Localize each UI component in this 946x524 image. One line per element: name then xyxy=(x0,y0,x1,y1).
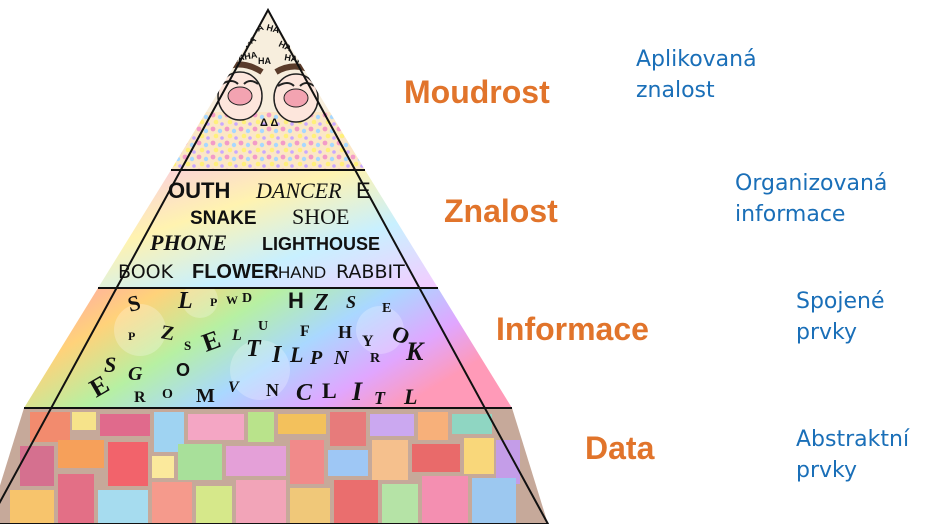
svg-text:P: P xyxy=(309,347,323,369)
svg-text:L: L xyxy=(403,384,417,409)
svg-text:Z: Z xyxy=(159,321,176,345)
moudrost-description: Aplikovaná znalost xyxy=(636,47,757,103)
data-description: Abstraktní prvky xyxy=(796,427,910,483)
pyramid-outline xyxy=(0,7,550,524)
svg-text:T: T xyxy=(374,388,386,408)
svg-text:T: T xyxy=(246,336,262,362)
moudrost-title: Moudrost xyxy=(404,74,550,110)
znalost-layer-image: OUTH DANCER E SNAKE SHOE PHONE LIGHTHOUS… xyxy=(98,170,438,288)
svg-text:L: L xyxy=(177,288,193,314)
informace-layer-image: S L P W D H Z S E P Z S E L U F H Y O S … xyxy=(24,288,512,409)
svg-text:SHOE: SHOE xyxy=(292,204,349,229)
svg-text:O: O xyxy=(162,387,173,402)
data-title: Data xyxy=(585,430,655,466)
laughing-face-right xyxy=(273,63,320,123)
svg-text:R: R xyxy=(134,389,146,406)
svg-text:E: E xyxy=(382,301,391,316)
svg-text:S: S xyxy=(346,292,356,312)
svg-text:LIGHTHOUSE: LIGHTHOUSE xyxy=(262,234,380,254)
svg-text:Z: Z xyxy=(313,290,329,316)
svg-text:I: I xyxy=(271,342,283,368)
svg-text:P: P xyxy=(210,295,217,309)
svg-text:M: M xyxy=(196,385,215,407)
znalost-description: Organizovaná informace xyxy=(735,171,888,227)
svg-text:E: E xyxy=(356,178,371,203)
svg-text:N: N xyxy=(266,380,279,400)
svg-text:S: S xyxy=(104,352,116,377)
svg-text:U: U xyxy=(258,319,268,334)
svg-text:HAND: HAND xyxy=(278,263,326,282)
svg-text:H: H xyxy=(338,322,352,342)
svg-text:S: S xyxy=(184,338,191,353)
svg-text:P: P xyxy=(128,329,135,343)
laughing-face-left xyxy=(217,61,264,121)
svg-text:K: K xyxy=(405,337,425,366)
svg-text:HA: HA xyxy=(311,67,328,82)
svg-text:D: D xyxy=(242,291,252,306)
svg-text:G: G xyxy=(128,363,143,385)
svg-text:DANCER: DANCER xyxy=(255,178,342,203)
moudrost-layer-image: HA HA HA HA HAHA HAHA HA HA HA Δ Δ xyxy=(171,10,365,170)
svg-text:SNAKE: SNAKE xyxy=(190,208,257,229)
svg-text:W: W xyxy=(226,293,238,307)
svg-text:C: C xyxy=(296,380,313,406)
informace-title: Informace xyxy=(496,311,649,347)
svg-text:H: H xyxy=(288,288,304,313)
svg-text:N: N xyxy=(333,347,350,369)
svg-text:I: I xyxy=(351,377,363,406)
znalost-title: Znalost xyxy=(444,193,558,229)
svg-text:PHONE: PHONE xyxy=(149,230,227,255)
svg-text:Δ Δ: Δ Δ xyxy=(260,117,279,129)
svg-text:R: R xyxy=(370,351,381,366)
svg-text:OUTH: OUTH xyxy=(168,178,230,203)
svg-text:L: L xyxy=(289,342,303,367)
informace-description: Spojené prvky xyxy=(796,289,885,345)
svg-text:BOOK: BOOK xyxy=(118,261,174,283)
knowledge-pyramid: HA HA HA HA HAHA HAHA HA HA HA Δ Δ OUTH … xyxy=(0,7,550,524)
svg-text:RABBIT: RABBIT xyxy=(336,261,405,283)
svg-text:L: L xyxy=(322,378,337,403)
svg-text:V: V xyxy=(228,379,240,396)
svg-text:HA: HA xyxy=(208,60,225,75)
svg-text:HA: HA xyxy=(258,56,271,66)
svg-text:Y: Y xyxy=(362,333,374,350)
svg-text:O: O xyxy=(176,360,190,380)
svg-text:F: F xyxy=(300,323,310,340)
svg-text:L: L xyxy=(231,327,242,344)
svg-text:FLOWER: FLOWER xyxy=(192,261,279,283)
data-layer-image xyxy=(0,408,548,524)
